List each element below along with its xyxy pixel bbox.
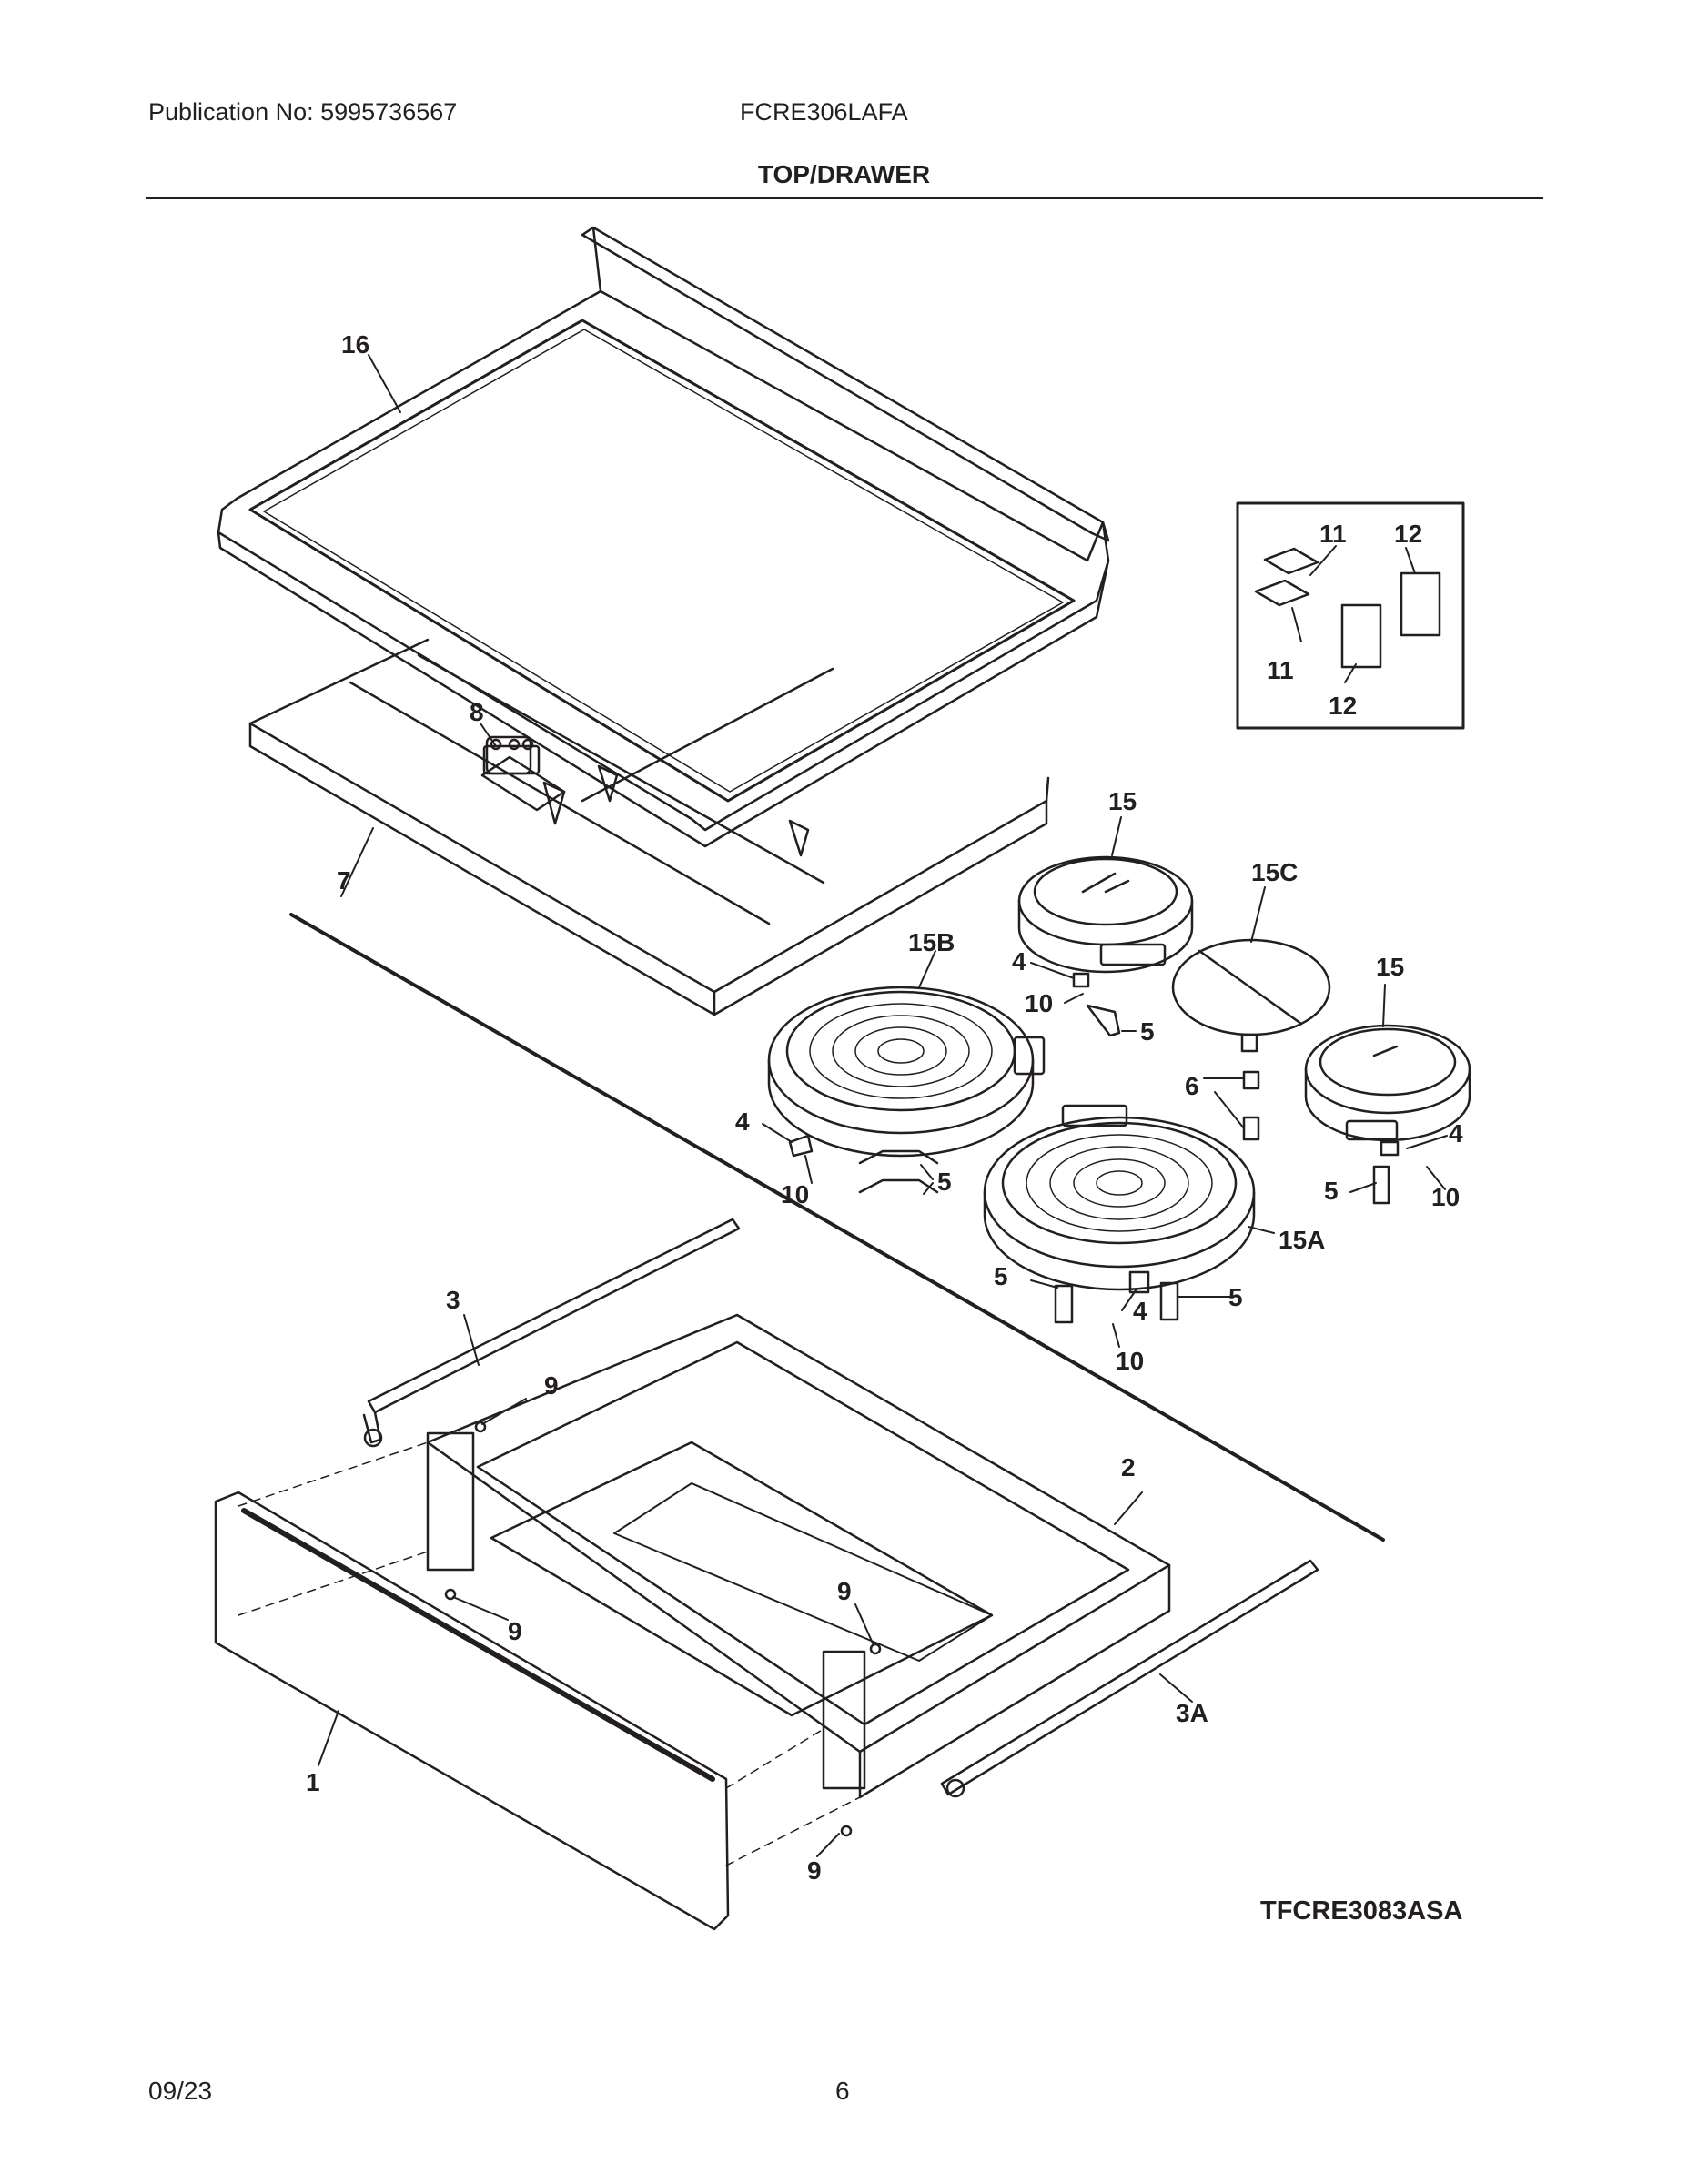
callout-5-top: 5 bbox=[1140, 1017, 1155, 1046]
callout-15B: 15B bbox=[908, 928, 955, 956]
footer-date: 09/23 bbox=[148, 2077, 213, 2105]
inset-box-brackets bbox=[1236, 501, 1465, 730]
callout-11-bottom: 11 bbox=[1267, 656, 1294, 684]
callout-9-left: 9 bbox=[508, 1617, 522, 1645]
callout-1: 1 bbox=[306, 1768, 320, 1796]
frame-part-7 bbox=[248, 638, 1050, 1016]
title-rule bbox=[146, 197, 1543, 199]
section-divider-line bbox=[289, 913, 1385, 1542]
terminal-block-part-8 bbox=[482, 738, 541, 775]
callout-16: 16 bbox=[341, 330, 369, 359]
burner-15-top bbox=[1017, 855, 1194, 974]
callout-4-top: 4 bbox=[1012, 947, 1026, 976]
page-title: TOP/DRAWER bbox=[757, 160, 931, 188]
callout-5-right: 5 bbox=[1324, 1177, 1339, 1205]
callout-10-right: 10 bbox=[1431, 1183, 1460, 1211]
callout-10-left: 10 bbox=[781, 1180, 809, 1208]
screws-part-9 bbox=[444, 1421, 882, 1837]
page-number: 6 bbox=[835, 2077, 850, 2105]
callout-15-right: 15 bbox=[1376, 953, 1404, 981]
callout-5-bottom-left: 5 bbox=[994, 1262, 1008, 1290]
callout-3: 3 bbox=[446, 1286, 460, 1314]
plate-part-15C bbox=[1171, 938, 1331, 1053]
callout-10-top: 10 bbox=[1025, 989, 1053, 1017]
callout-7: 7 bbox=[337, 866, 351, 895]
callout-15C: 15C bbox=[1251, 858, 1298, 886]
diagram-code: TFCRE3083ASA bbox=[1260, 1896, 1463, 1926]
callout-12-top: 12 bbox=[1394, 520, 1422, 548]
callout-3A: 3A bbox=[1176, 1699, 1208, 1727]
drawer-front-part-1 bbox=[214, 1491, 730, 1931]
leader-lines bbox=[318, 354, 1448, 1857]
callout-12-bottom: 12 bbox=[1329, 692, 1357, 720]
callout-10-bottom: 10 bbox=[1116, 1347, 1144, 1375]
small-parts-clips bbox=[788, 972, 1400, 1324]
burner-15A bbox=[983, 1104, 1256, 1291]
publication-number: Publication No: 5995736567 bbox=[148, 98, 458, 126]
callout-4-right: 4 bbox=[1449, 1119, 1463, 1148]
burner-15B bbox=[767, 986, 1046, 1194]
alignment-lines bbox=[238, 1441, 861, 1866]
callout-4-bottom: 4 bbox=[1133, 1297, 1147, 1325]
callout-9-bottom: 9 bbox=[807, 1856, 822, 1885]
callout-5-bottom-right: 5 bbox=[1228, 1283, 1243, 1311]
callout-15A: 15A bbox=[1279, 1226, 1325, 1254]
callout-labels: 16 8 7 11 12 11 12 15 15C 15B 15 4 10 5 … bbox=[306, 330, 1463, 1885]
callout-9-middle: 9 bbox=[837, 1577, 852, 1605]
drawer-rail-part-3A bbox=[940, 1559, 1319, 1798]
callout-4-left: 4 bbox=[735, 1107, 750, 1136]
callout-8: 8 bbox=[470, 698, 484, 726]
drawer-body-part-2 bbox=[426, 1313, 1171, 1799]
drawer-rail-part-3 bbox=[362, 1218, 741, 1448]
burner-15-right bbox=[1304, 1024, 1471, 1142]
callout-6: 6 bbox=[1185, 1072, 1199, 1100]
callout-11-top: 11 bbox=[1319, 520, 1347, 548]
callout-15-top: 15 bbox=[1108, 787, 1137, 815]
model-number: FCRE306LAFA bbox=[740, 98, 908, 126]
callout-9-top: 9 bbox=[544, 1371, 559, 1400]
callout-5-left: 5 bbox=[937, 1168, 952, 1196]
cooktop-part-16 bbox=[217, 226, 1110, 848]
callout-2: 2 bbox=[1121, 1453, 1136, 1481]
